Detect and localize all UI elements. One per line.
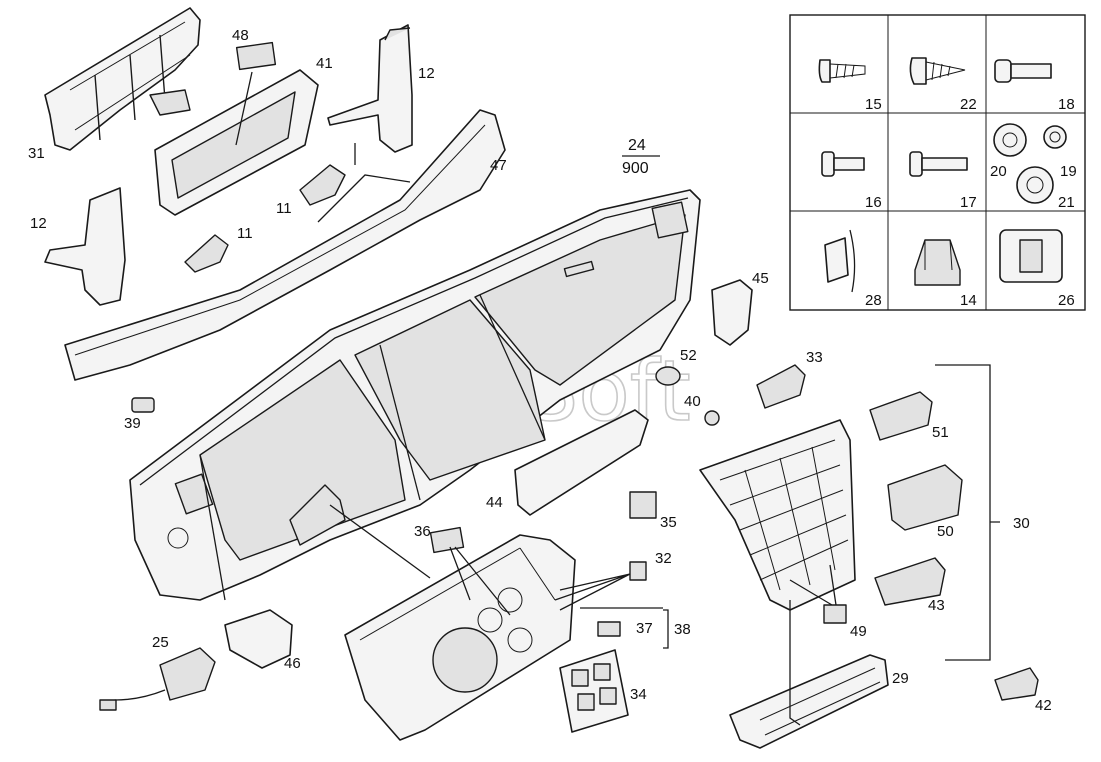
washers-icon [993,123,1067,204]
label-35: 35 [660,514,677,531]
clip-28-icon [824,229,856,293]
label-40: 40 [684,393,701,410]
label-49: 49 [850,623,867,640]
screw-22-icon [909,57,966,85]
label-41: 41 [316,55,333,72]
clip-11-upper [299,164,346,206]
plate-48 [235,41,277,71]
bolt-18-icon [994,59,1052,83]
sensor-25 [99,647,216,711]
grommet-52 [655,366,681,386]
clip-32 [629,561,647,581]
clip-49 [823,604,847,624]
label-15: 15 [865,96,882,113]
label-11-upper: 11 [276,200,292,217]
instrument-cluster [344,534,576,741]
label-51: 51 [932,424,949,441]
knob-14-icon [914,239,961,286]
label-19: 19 [1060,163,1077,180]
label-30: 30 [1013,515,1030,532]
label-39: 39 [124,415,141,432]
clip-37 [597,621,621,637]
label-36: 36 [414,523,431,540]
label-38: 38 [674,621,691,638]
console-grid-30 [699,419,856,611]
dashboard-panel [129,189,701,601]
label-50: 50 [937,523,954,540]
assembly-bottom: 900 [622,160,649,177]
label-12-upper: 12 [418,65,435,82]
bracket-45 [711,279,753,346]
label-14: 14 [960,292,977,309]
label-31: 31 [28,145,45,162]
label-29: 29 [892,670,909,687]
cover-36 [429,526,465,554]
bolt-17-icon [909,151,968,177]
bracket-12-lower [44,187,126,306]
label-21: 21 [1058,194,1075,211]
label-12-lower: 12 [30,215,47,232]
cover-33 [756,364,806,409]
label-16: 16 [865,194,882,211]
label-45: 45 [752,270,769,287]
screw-15-icon [818,59,866,83]
label-20: 20 [990,163,1007,180]
label-32: 32 [655,550,672,567]
label-18: 18 [1058,96,1075,113]
panel-44 [514,409,649,516]
vent-46 [224,609,293,669]
crossmember-47 [64,109,506,381]
label-25: 25 [152,634,169,651]
plate-26-icon [999,229,1063,283]
cover-35 [629,491,657,519]
label-11-lower: 11 [237,225,253,242]
bolt-16-icon [821,151,865,177]
switch-block-34 [559,649,629,733]
label-42: 42 [1035,697,1052,714]
clip-11-lower [184,234,229,273]
label-47: 47 [490,157,507,174]
switch-51 [869,391,933,441]
label-37: 37 [636,620,653,637]
label-17: 17 [960,194,977,211]
label-33: 33 [806,349,823,366]
hardware-table: 15 22 18 16 17 20 19 21 28 14 26 [789,14,1086,311]
assembly-number: 24 900 [622,137,660,177]
label-28: 28 [865,292,882,309]
label-52: 52 [680,347,697,364]
panel-29 [729,654,889,749]
bracket-12-upper [327,24,413,153]
label-48: 48 [232,27,249,44]
switch-43 [874,557,946,606]
clip-39 [131,397,155,413]
bracket-31 [44,7,201,151]
switch-50 [887,464,963,531]
bezel-42 [994,667,1039,701]
label-43: 43 [928,597,945,614]
label-22: 22 [960,96,977,113]
label-26: 26 [1058,292,1075,309]
label-44: 44 [486,494,503,511]
label-34: 34 [630,686,647,703]
label-46: 46 [284,655,301,672]
assembly-top: 24 [628,137,646,154]
fastener-40 [704,410,720,426]
